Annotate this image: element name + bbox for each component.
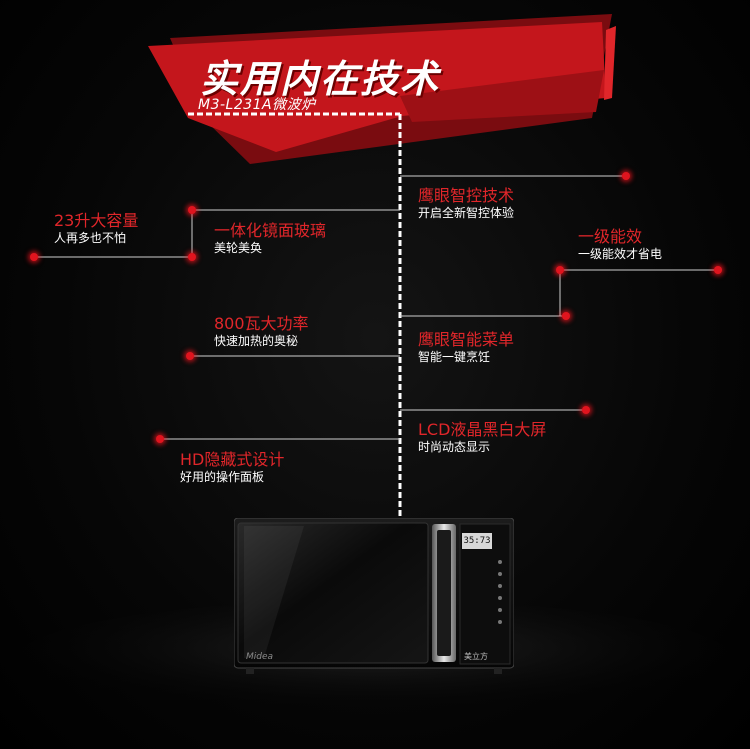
banner-edge-shape [604,26,616,100]
feature-title: 23升大容量 [54,211,139,230]
feature-title: 一体化镜面玻璃 [214,221,327,240]
banner-main-shape [148,22,606,152]
feature-subtitle: 快速加热的奥秘 [214,334,299,348]
feature-subtitle: 美轮美奂 [214,241,263,255]
feature-title: 800瓦大功率 [214,314,309,333]
title-banner [148,14,616,164]
dot-energy-joint-icon [556,266,564,274]
feature-smart-menu: 鹰眼智能菜单 智能一键烹饪 [418,331,514,365]
feature-title: 一级能效 [578,227,643,246]
dot-lcd-display-icon [582,406,590,414]
feature-title: 鹰眼智控技术 [418,186,515,205]
feature-energy-efficiency: 一级能效 一级能效才省电 [578,228,662,262]
feature-subtitle: 人再多也不怕 [54,231,127,245]
model-name: M3-L231A微波炉 [198,97,316,113]
feature-hidden-panel: HD隐藏式设计 好用的操作面板 [180,451,284,485]
oven-lcd-display: 35:73 [462,533,492,549]
product-badge: 美立方 [464,652,488,661]
feature-mirror-glass: 一体化镜面玻璃 美轮美奂 [214,222,326,256]
banner-accent-shape [400,70,604,122]
feature-eagle-eye-control: 鹰眼智控技术 开启全新智控体验 [418,187,514,221]
feature-capacity: 23升大容量 人再多也不怕 [54,212,138,246]
feature-subtitle: 开启全新智控体验 [418,206,515,220]
dot-power-icon [186,352,194,360]
page-title: 实用内在技术 [200,57,441,101]
feature-title: HD隐藏式设计 [180,450,285,469]
dot-hidden-panel-icon [156,435,164,443]
dot-eagle-eye-control-icon [622,172,630,180]
dot-energy-efficiency-icon [714,266,722,274]
dot-mirror-glass-icon [188,206,196,214]
feature-subtitle: 智能一键烹饪 [418,350,491,364]
feature-title: LCD液晶黑白大屏 [418,420,547,439]
dot-smart-menu-icon [562,312,570,320]
feature-subtitle: 好用的操作面板 [180,470,265,484]
dot-capacity-icon [30,253,38,261]
feature-title: 鹰眼智能菜单 [418,330,515,349]
dot-mirror-joint-icon [188,253,196,261]
feature-power: 800瓦大功率 快速加热的奥秘 [214,315,309,349]
feature-subtitle: 时尚动态显示 [418,440,491,454]
microwave-oven-image [234,518,514,674]
feature-subtitle: 一级能效才省电 [578,247,663,261]
feature-lcd-display: LCD液晶黑白大屏 时尚动态显示 [418,421,546,455]
brand-logo: Midea [246,652,274,662]
